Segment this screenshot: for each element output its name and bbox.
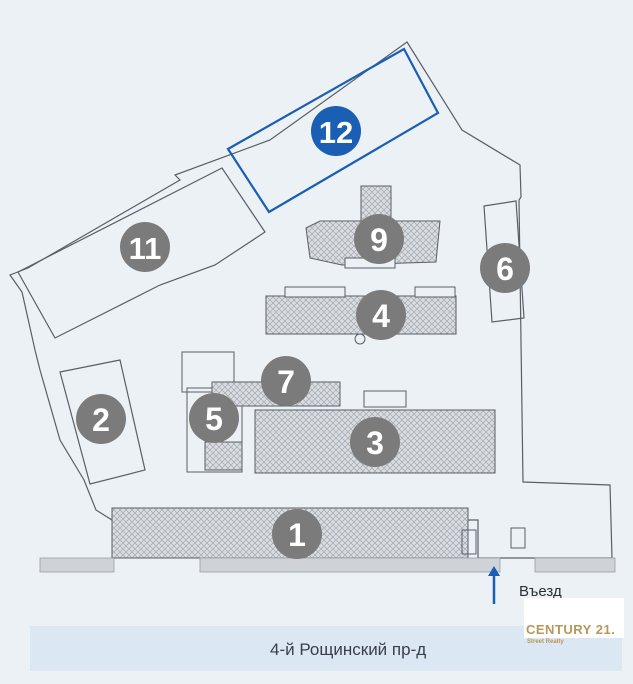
marker-label: 5 bbox=[205, 401, 223, 437]
street-name: 4-й Рощинский пр-д bbox=[270, 640, 427, 659]
building-marker-3[interactable]: 3 bbox=[350, 417, 400, 467]
marker-label: 3 bbox=[366, 425, 384, 461]
marker-label: 7 bbox=[277, 364, 295, 400]
building-marker-7[interactable]: 7 bbox=[261, 356, 311, 406]
marker-label: 9 bbox=[370, 222, 388, 258]
building-marker-9[interactable]: 9 bbox=[354, 214, 404, 264]
brand-logo-subtitle: Street Realty bbox=[527, 639, 564, 645]
building-2-outline bbox=[59, 359, 146, 485]
entrance-label: Въезд bbox=[519, 583, 562, 600]
building-12-outline bbox=[226, 47, 440, 214]
marker-label: 2 bbox=[92, 402, 110, 438]
building-marker-2[interactable]: 2 bbox=[76, 394, 126, 444]
marker-label: 1 bbox=[288, 517, 306, 553]
brand-logo-text: CENTURY 21. bbox=[526, 622, 616, 637]
building-5-outline bbox=[181, 351, 243, 473]
building-11-outline bbox=[17, 167, 266, 339]
building-marker-5[interactable]: 5 bbox=[189, 393, 239, 443]
marker-label: 6 bbox=[496, 251, 514, 287]
brand-logo: CENTURY 21. Street Realty bbox=[524, 598, 624, 645]
marker-label: 11 bbox=[129, 231, 162, 266]
annex-outline bbox=[363, 390, 407, 408]
building-marker-12[interactable]: 12 bbox=[311, 106, 361, 156]
street-bar: 4-й Рощинский пр-д bbox=[30, 626, 622, 671]
entrance-arrow-icon bbox=[488, 566, 500, 604]
building-marker-11[interactable]: 11 bbox=[120, 222, 170, 272]
building-marker-4[interactable]: 4 bbox=[356, 290, 406, 340]
marker-label: 12 bbox=[319, 115, 353, 150]
building-marker-6[interactable]: 6 bbox=[480, 243, 530, 293]
marker-label: 4 bbox=[372, 298, 390, 334]
building-marker-1[interactable]: 1 bbox=[272, 509, 322, 559]
tree-row bbox=[39, 557, 616, 573]
booth-outline bbox=[510, 527, 526, 549]
